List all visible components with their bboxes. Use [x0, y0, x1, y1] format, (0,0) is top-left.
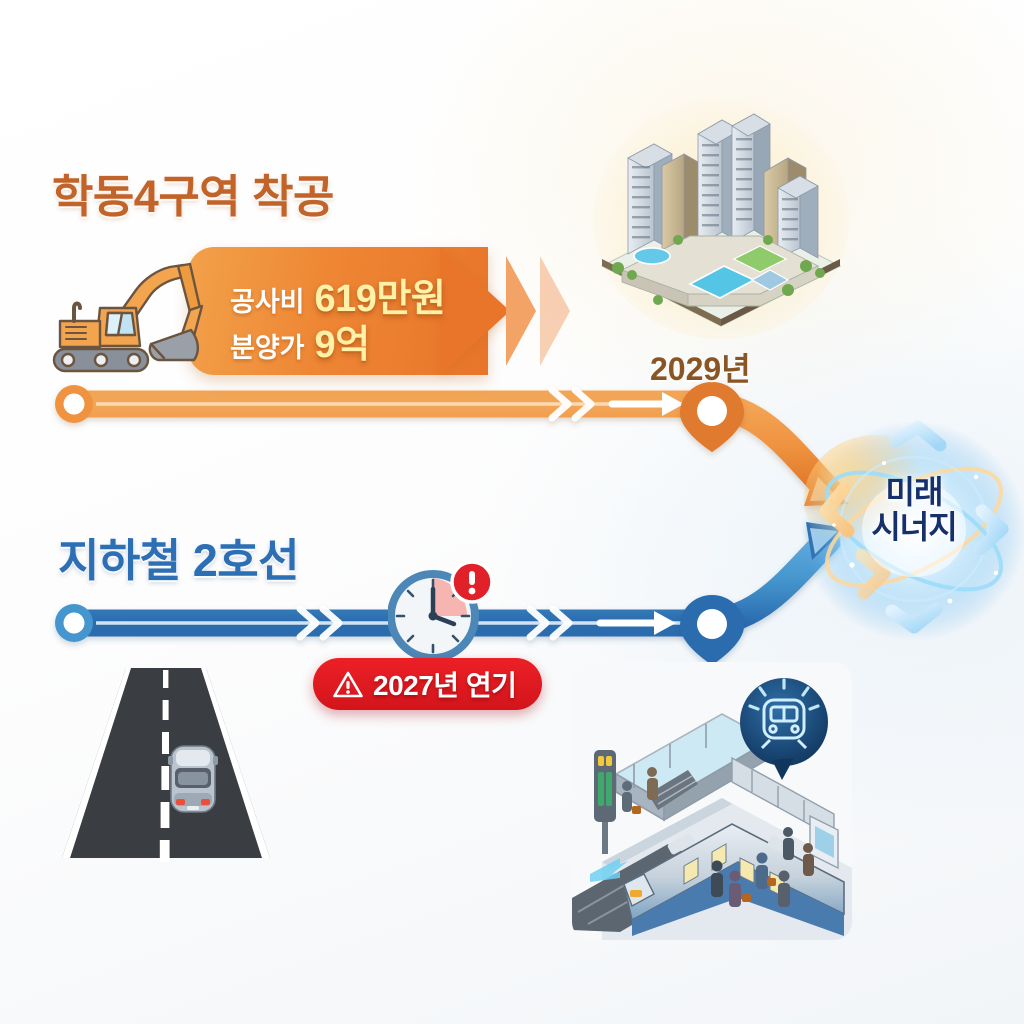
- synergy-label-line2: 시너지: [871, 508, 957, 545]
- cost-label: 공사비: [230, 287, 305, 317]
- delay-badge-text: 2027년 연기: [373, 670, 517, 701]
- delay-status-badge[interactable]: 2027년 연기: [313, 658, 543, 710]
- construction-milestone-pin[interactable]: [680, 382, 744, 452]
- construction-arrowhead-mid: [608, 392, 684, 416]
- synergy-node: 미래 시너지: [800, 415, 1024, 645]
- synergy-label-line1: 미래: [885, 474, 944, 510]
- synergy-label: 미래 시너지: [800, 475, 1024, 544]
- cost-banner-chevron-tip: [440, 247, 510, 375]
- banner-chevron-2-icon: [540, 256, 570, 366]
- cost-value: 9억: [314, 324, 371, 366]
- train-icon-badge: [740, 678, 828, 780]
- milestone-year-label: 2029년: [650, 351, 751, 387]
- clock-alert-icon: [388, 558, 496, 664]
- cost-row: 공사비 619만원: [230, 267, 480, 320]
- cost-banner-body: [188, 247, 488, 375]
- subway-milestone-pin[interactable]: [680, 595, 744, 665]
- subway-station-illustration: [572, 662, 852, 940]
- subway-arrowhead-mid: [596, 611, 676, 635]
- cost-label: 분양가: [230, 333, 305, 363]
- banner-chevron-1-icon: [506, 256, 536, 366]
- road-with-car-illustration: [48, 668, 284, 864]
- page-title-construction: 학동4구역 착공: [52, 171, 334, 222]
- cost-row: 분양가 9억: [230, 313, 480, 366]
- apartment-complex-illustration: [592, 54, 850, 340]
- energy-burst-icon: [802, 420, 1024, 641]
- warning-triangle-icon: [333, 671, 363, 697]
- cost-value: 619만원: [314, 278, 446, 320]
- excavator-icon: [44, 246, 224, 378]
- cost-banner: 공사비 619만원 분양가 9억: [188, 247, 570, 375]
- page-title-subway: 지하철 2호선: [58, 535, 300, 586]
